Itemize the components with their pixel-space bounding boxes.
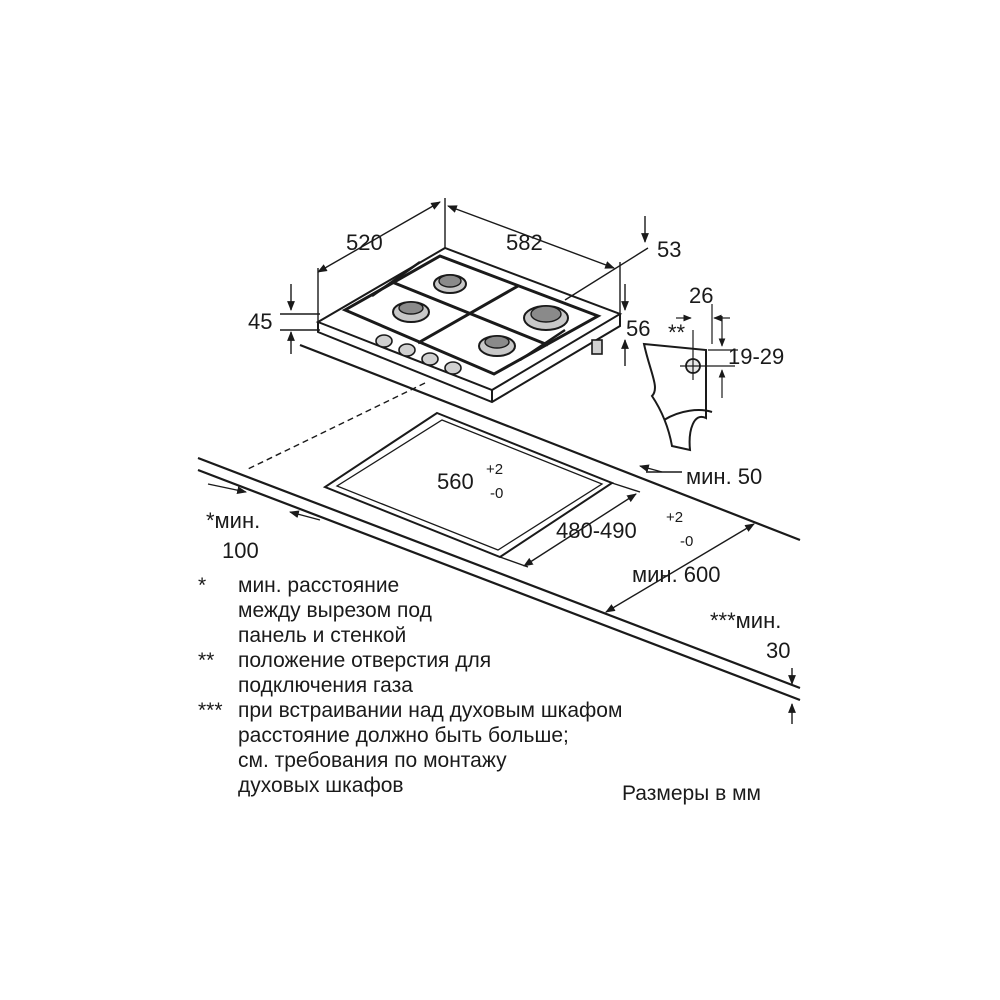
note-1-mark: * <box>198 574 207 597</box>
note-3-line-1: при встраивании над духовым шкафом <box>238 699 623 722</box>
dim-gas-offset-y: 56 <box>626 316 650 341</box>
dim-min-side-label: *мин. <box>206 508 260 533</box>
dim-cutout-width-tol-minus: -0 <box>490 485 503 502</box>
burner-front-left-icon <box>392 301 430 323</box>
burner-back-right-icon <box>523 305 569 331</box>
dim-min-below-value: 30 <box>766 638 790 663</box>
dim-cutout-width-tol-plus: +2 <box>486 461 503 478</box>
dim-cutout-depth: 480-490 <box>556 518 637 543</box>
control-knobs-icon <box>375 334 462 375</box>
gas-connector-icon <box>591 339 603 355</box>
gas-connection-detail <box>642 304 738 452</box>
note-3-mark: *** <box>198 699 223 722</box>
note-2-line-1: положение отверстия для <box>238 649 492 672</box>
units-note: Размеры в мм <box>622 782 761 805</box>
note-1-line-2: между вырезом под <box>238 599 432 622</box>
dim-hob-depth: 520 <box>346 230 383 255</box>
note-3-line-3: см. требования по монтажу <box>238 749 507 772</box>
dim-gas-marker: ** <box>668 320 686 345</box>
dim-gas-offset-x: 26 <box>689 283 713 308</box>
note-1-line-1: мин. расстояние <box>238 574 400 597</box>
dim-min-side-value: 100 <box>222 538 259 563</box>
dim-cutout-width: 560 <box>437 469 474 494</box>
dim-gas-height-range: 19-29 <box>728 344 784 369</box>
dim-min-worktop-depth: мин. 600 <box>632 562 721 587</box>
note-2-line-2: подключения газа <box>238 674 413 697</box>
note-3-line-4: духовых шкафов <box>238 774 404 797</box>
dim-cutout-depth-tol-plus: +2 <box>666 509 683 526</box>
hob-dimension-lines <box>280 198 649 366</box>
dim-hob-height: 45 <box>248 309 272 334</box>
dim-hob-top-height: 53 <box>657 237 681 262</box>
note-3-line-2: расстояние должно быть больше; <box>238 724 569 747</box>
gas-hob <box>315 246 623 404</box>
note-1-line-3: панель и стенкой <box>238 624 407 647</box>
dim-hob-width: 582 <box>506 230 543 255</box>
burner-front-right-icon <box>478 335 516 357</box>
dim-cutout-depth-tol-minus: -0 <box>680 533 693 550</box>
dim-min-below-label: ***мин. <box>710 608 781 633</box>
burner-back-left-icon <box>433 274 467 294</box>
note-2-mark: ** <box>198 649 215 672</box>
worktop-dimension-lines <box>207 464 796 724</box>
worktop <box>197 343 801 702</box>
dim-min-rear: мин. 50 <box>686 464 762 489</box>
